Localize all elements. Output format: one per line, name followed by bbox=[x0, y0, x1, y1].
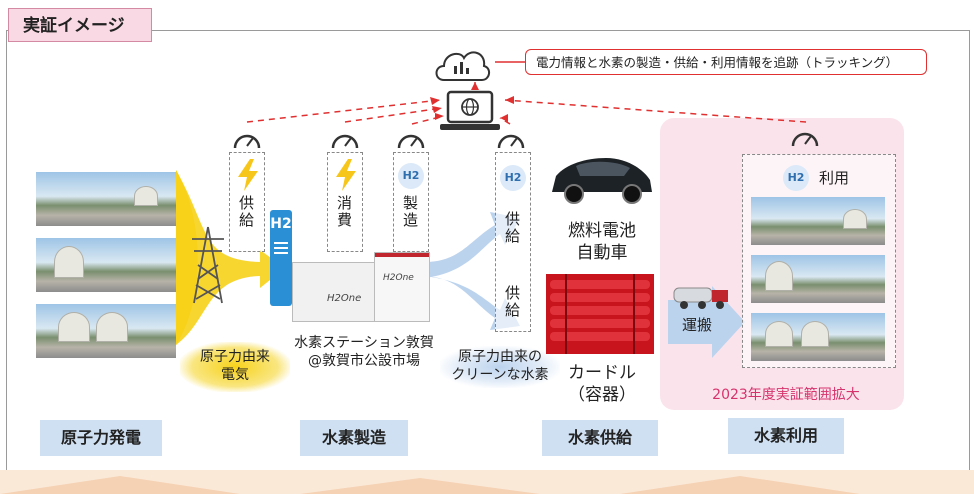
supply-label-2: 供給 bbox=[503, 211, 521, 245]
clean-hydrogen-line1: 原子力由来の bbox=[458, 349, 542, 365]
gauge-icon bbox=[233, 134, 261, 149]
transport-label: 運搬 bbox=[682, 316, 713, 334]
fcv-label: 燃料電池 自動車 bbox=[552, 220, 652, 264]
category-supply: 水素供給 bbox=[542, 420, 658, 456]
clean-hydrogen-label: 原子力由来の クリーンな水素 bbox=[440, 346, 560, 388]
gauge-icon bbox=[397, 134, 425, 149]
consume-label: 消費 bbox=[335, 195, 353, 229]
station-caption-line1: 水素ステーション敦賀 bbox=[294, 335, 434, 351]
tracking-callout: 電力情報と水素の製造・供給・利用情報を追跡（トラッキング） bbox=[525, 49, 927, 75]
nuclear-plant-photo-2 bbox=[36, 238, 176, 292]
station-unit-right: H2One bbox=[374, 252, 430, 322]
nuclear-plant-photo-3 bbox=[36, 304, 176, 358]
consume-meter-box: 消費 bbox=[327, 152, 363, 252]
station-caption-line2: @敦賀市公設市場 bbox=[308, 353, 420, 369]
gauge-icon bbox=[331, 134, 359, 149]
supply-label-1: 供給 bbox=[237, 195, 255, 229]
nuclear-flow-arrow bbox=[176, 170, 285, 345]
category-usage: 水素利用 bbox=[728, 418, 844, 454]
station-brand: H2One bbox=[327, 293, 362, 304]
plant-photo-usage-1 bbox=[751, 197, 885, 245]
clean-hydrogen-line2: クリーンな水素 bbox=[451, 367, 549, 383]
nuclear-electricity-text: 原子力由来電気 bbox=[200, 349, 270, 383]
laptop-globe-icon bbox=[440, 90, 500, 130]
station-unit-left: H2One bbox=[292, 262, 376, 322]
station-brand-2: H2One bbox=[383, 273, 414, 283]
pylon-icon bbox=[192, 226, 224, 304]
utilization-label: 利用 bbox=[819, 169, 850, 187]
expansion-note: 2023年度実証範囲拡大 bbox=[712, 387, 860, 403]
cloud-analytics-icon bbox=[435, 51, 490, 81]
supply-meter-box-2: H2 供給 供給 bbox=[495, 152, 531, 332]
truck-icon bbox=[673, 287, 728, 309]
h2-sign-text: H2 bbox=[270, 216, 292, 232]
page-title: 実証イメージ bbox=[8, 8, 152, 42]
category-nuclear: 原子力発電 bbox=[40, 420, 162, 456]
h2-icon: H2 bbox=[500, 165, 526, 191]
produce-meter-box: H2 製造 bbox=[393, 152, 429, 252]
fcv-car-icon bbox=[552, 158, 652, 204]
gas-cylinders-icon bbox=[546, 274, 654, 354]
gauge-icon bbox=[791, 132, 819, 147]
curdle-label-line2: （容器） bbox=[568, 385, 636, 405]
produce-label: 製造 bbox=[401, 195, 419, 229]
nuclear-electricity-label: 原子力由来電気 bbox=[180, 342, 290, 392]
station-caption: 水素ステーション敦賀 @敦賀市公設市場 bbox=[284, 334, 444, 370]
plant-photo-usage-3 bbox=[751, 313, 885, 361]
curdle-label: カードル （容器） bbox=[552, 362, 652, 406]
supply-label-3: 供給 bbox=[503, 285, 521, 319]
lightning-icon bbox=[238, 159, 258, 191]
fcv-label-line1: 燃料電池 bbox=[568, 221, 636, 241]
gauge-icon bbox=[497, 134, 525, 149]
nuclear-plant-photo-1 bbox=[36, 172, 176, 226]
h2-icon: H2 bbox=[783, 165, 809, 191]
lightning-icon bbox=[336, 159, 356, 191]
supply-meter-box-1: 供給 bbox=[229, 152, 265, 252]
category-production: 水素製造 bbox=[300, 420, 408, 456]
utilization-box: H2 利用 bbox=[742, 154, 896, 368]
h2-sign-pillar: H2 bbox=[270, 210, 292, 306]
decorative-bottom-band bbox=[0, 470, 974, 494]
fcv-label-line2: 自動車 bbox=[576, 243, 628, 263]
plant-photo-usage-2 bbox=[751, 255, 885, 303]
curdle-label-line1: カードル bbox=[568, 363, 636, 383]
h2-icon: H2 bbox=[398, 163, 424, 189]
